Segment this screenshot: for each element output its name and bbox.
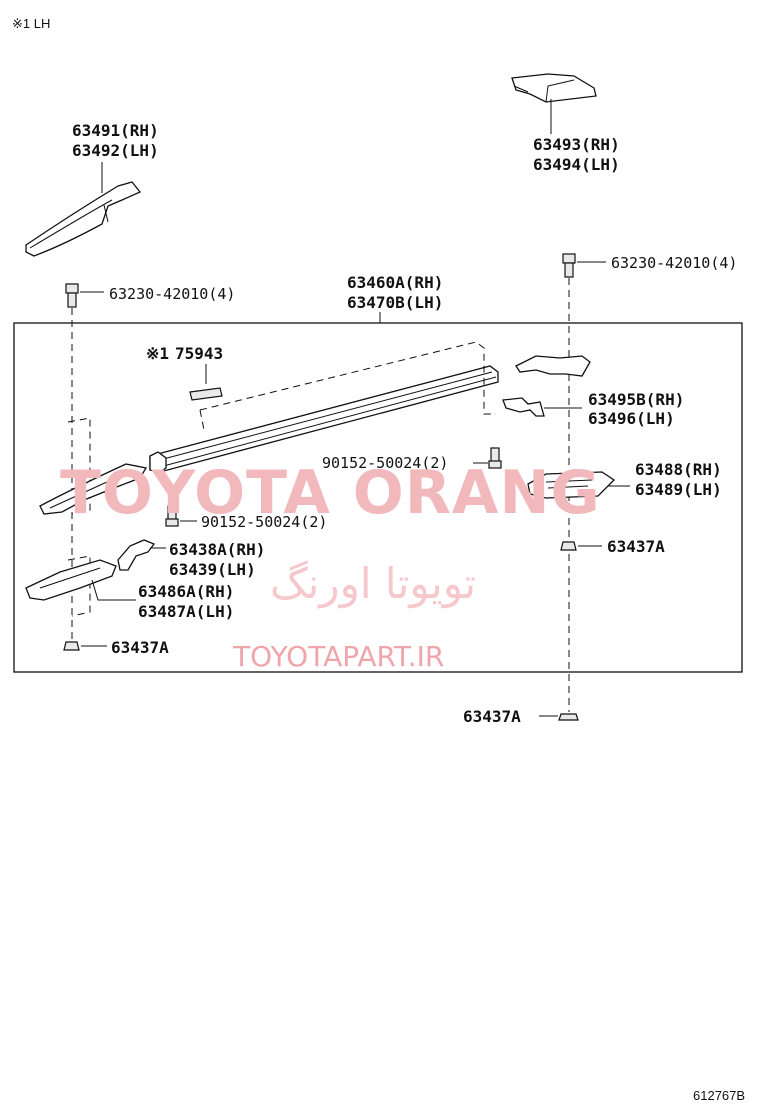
screw-left-part[interactable]: [165, 505, 179, 527]
rail-dashed-leg: [199, 409, 205, 431]
label-63438: 63438A(RH): [169, 540, 265, 559]
label-63493: 63493(RH): [533, 135, 620, 154]
pad-left-part[interactable]: [63, 641, 80, 651]
label-bolt-right: 63230-42010(4): [611, 254, 737, 272]
bracket-63438-part[interactable]: [117, 539, 156, 571]
rear-end-bracket-part[interactable]: [515, 355, 591, 377]
pad-right-part[interactable]: [560, 541, 577, 551]
label-63495: 63495B(RH): [588, 390, 684, 409]
rear-end-cover-part[interactable]: [511, 73, 597, 103]
label-63486: 63486A(RH): [138, 582, 234, 601]
header-note: ※1 LH: [12, 16, 50, 31]
front-end-cover-part[interactable]: [25, 181, 142, 257]
label-63489: 63489(LH): [635, 480, 722, 499]
bolt-left-part[interactable]: [65, 283, 79, 308]
assembly-frame: [13, 322, 743, 673]
label-63488: 63488(RH): [635, 460, 722, 479]
label-63460: 63460A(RH): [347, 273, 443, 292]
label-63496: 63496(LH): [588, 409, 675, 428]
leader-63486: [91, 579, 136, 601]
label-63437-left: 63437A: [111, 638, 169, 657]
label-63437-bottom: 63437A: [463, 707, 521, 726]
label-screw-left: 90152-50024(2): [201, 513, 327, 531]
label-75943: 75943: [175, 344, 223, 363]
label-63439: 63439(LH): [169, 560, 256, 579]
label-63487: 63487A(LH): [138, 602, 234, 621]
label-75943-note: ※1: [146, 344, 169, 363]
diagram-code: 612767B: [693, 1088, 745, 1103]
label-63494: 63494(LH): [533, 155, 620, 174]
label-63470: 63470B(LH): [347, 293, 443, 312]
bracket-63495-part[interactable]: [502, 397, 545, 417]
watermark-url: TOYOTAPART.IR: [232, 640, 444, 673]
label-63491: 63491(RH): [72, 121, 159, 140]
label-63492: 63492(LH): [72, 141, 159, 160]
front-end-bracket-part[interactable]: [39, 463, 148, 515]
screw-right-part[interactable]: [488, 447, 502, 469]
base-63488-part[interactable]: [527, 471, 616, 499]
bolt-right-part[interactable]: [562, 253, 576, 278]
pad-bottom-part[interactable]: [558, 713, 579, 721]
label-bolt-left: 63230-42010(4): [109, 285, 235, 303]
watermark-brand: TOYOTA ORANG: [60, 458, 601, 528]
watermark-persian: تویوتا اورنگ: [270, 559, 476, 608]
roof-rail-part[interactable]: [149, 365, 499, 473]
base-63486-part[interactable]: [25, 559, 117, 601]
rail-dashed-outline: [199, 341, 496, 415]
label-screw-right: 90152-50024(2): [322, 454, 448, 472]
tag-75943-part[interactable]: [189, 387, 223, 401]
label-63437-right: 63437A: [607, 537, 665, 556]
left-dashed-outline: [67, 417, 91, 515]
